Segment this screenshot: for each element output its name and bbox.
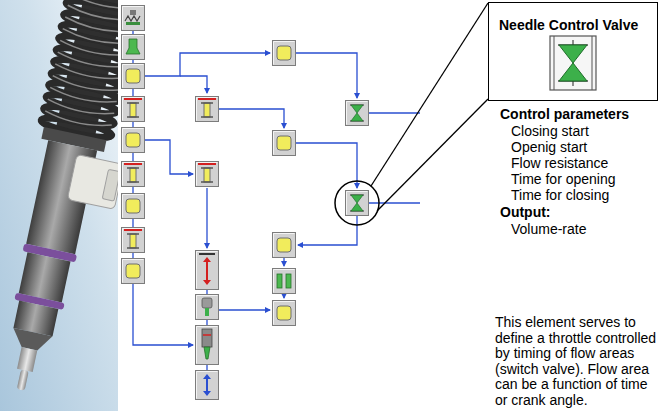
volume-icon [122,259,145,284]
flow-wires [133,31,420,370]
pipe-icon [122,228,145,253]
valve-icon [346,101,369,126]
description-note: This element serves to define a throttle… [495,315,658,408]
pin-icon [196,295,219,320]
outflow-icon [196,371,219,400]
pipe-icon [196,162,219,187]
piston-icon [273,269,296,294]
volume-icon [122,128,145,153]
injector-photo [0,0,118,411]
parameter-name: Time for opening [511,171,616,187]
callout-heading: Needle Control Valve [499,17,647,34]
volume-icon [122,64,145,89]
zoom-line [377,99,488,211]
flow-icons [122,6,369,400]
parameter-name: Volume-rate [511,221,586,237]
spring-icon [122,6,145,31]
volume-icon [273,41,296,66]
nozzle-icon [196,326,219,365]
parameter-name: Flow resistance [511,155,608,171]
volume-icon [273,131,296,156]
zoom-circle [335,181,379,225]
valve-icon [346,191,369,216]
section-heading: Output: [500,204,551,220]
valve-symbol [550,36,596,90]
pipe-icon [122,162,145,187]
parameter-name: Openig start [511,139,587,155]
callout-box: Needle Control Valve [488,2,658,101]
force-icon [196,251,219,290]
pipe-icon [122,97,145,122]
pipe-icon [196,97,219,122]
volume-icon [122,194,145,219]
parameter-name: Time for closing [511,187,609,203]
section-heading: Control parameters [500,106,629,122]
volume-icon [273,233,296,258]
volume-icon [273,301,296,326]
plunger-icon [122,35,145,60]
parameter-name: Closing start [511,123,589,139]
